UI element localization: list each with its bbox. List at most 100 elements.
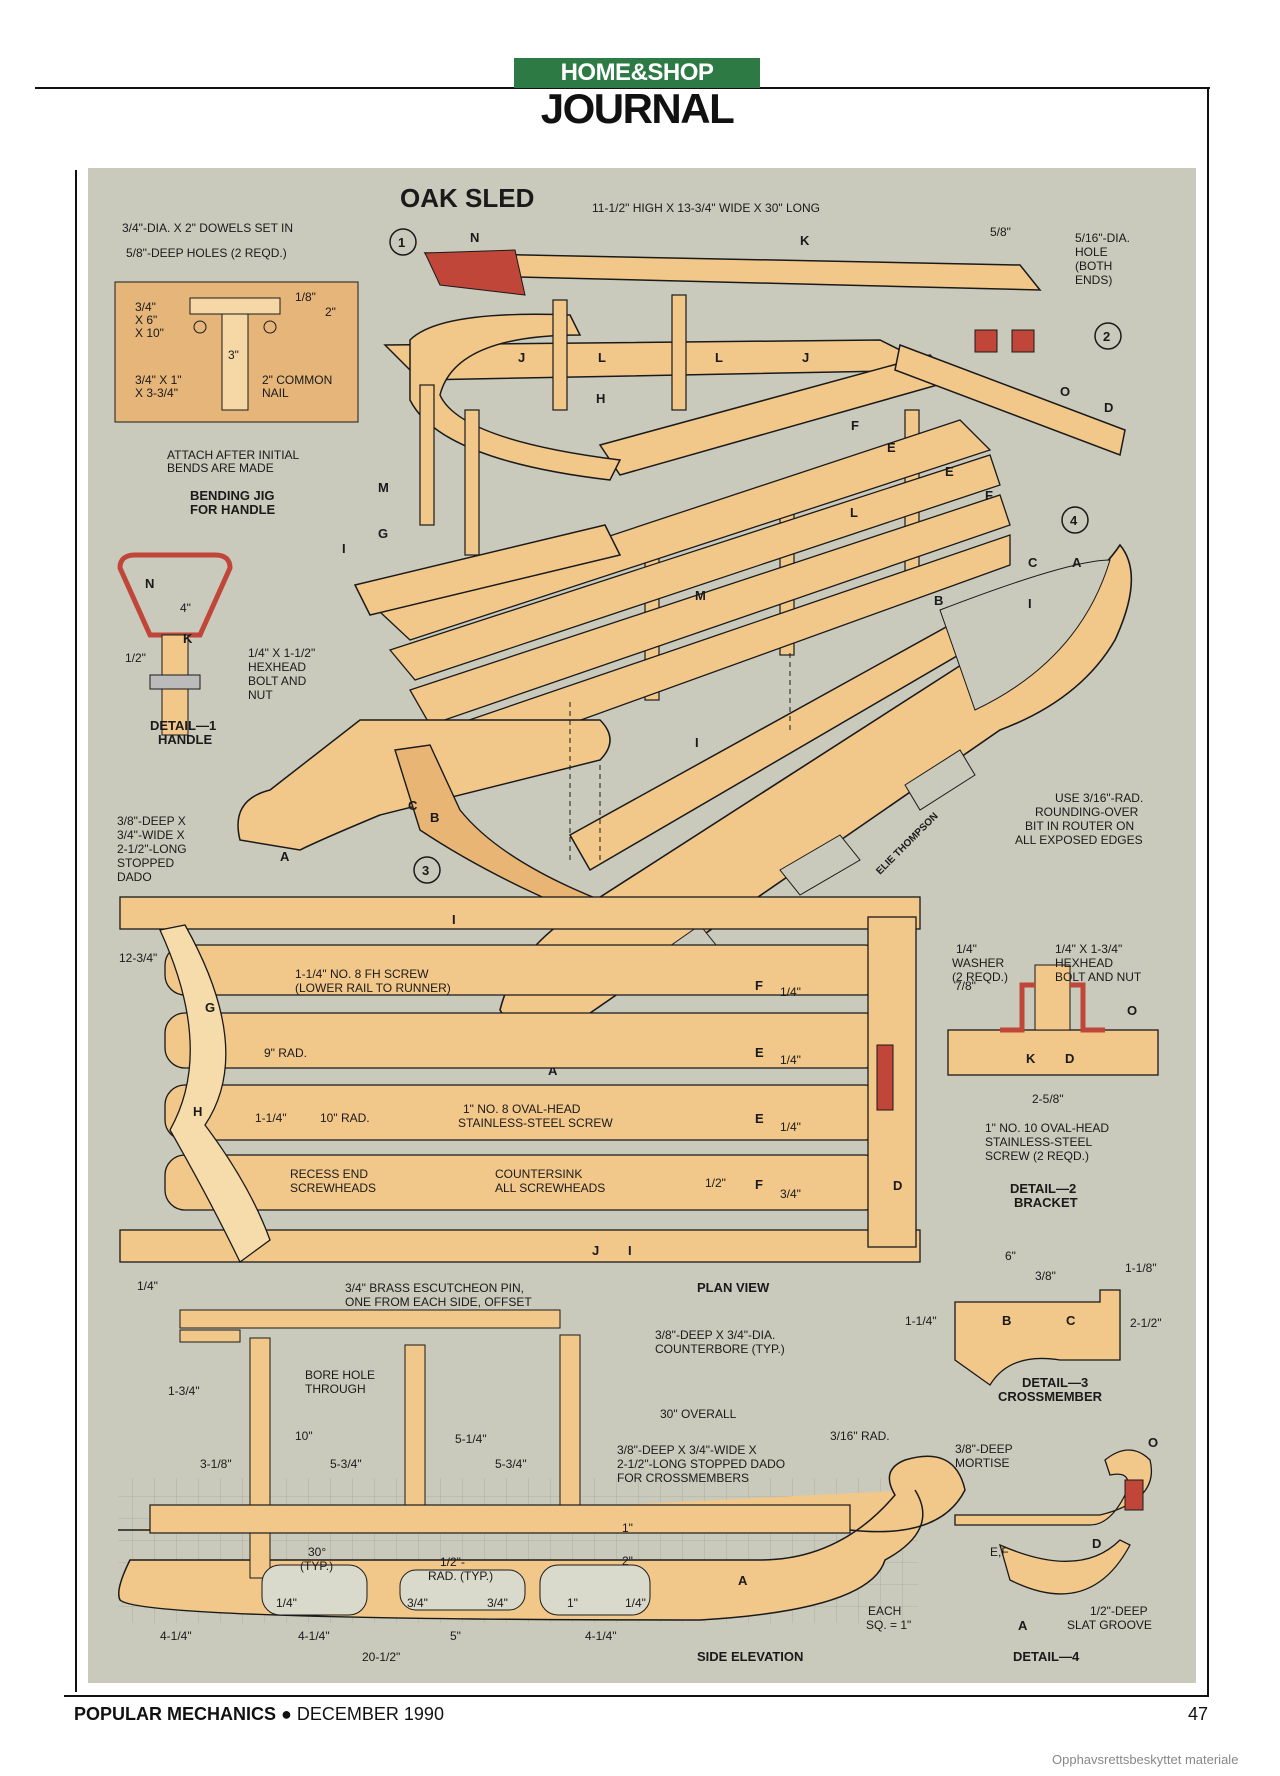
svg-text:3/4" X 1": 3/4" X 1" [135,373,182,387]
svg-text:1/4": 1/4" [780,1053,801,1067]
svg-text:COUNTERBORE (TYP.): COUNTERBORE (TYP.) [655,1342,785,1356]
svg-text:B: B [430,810,439,825]
note-escutcheon: 3/4" BRASS ESCUTCHEON PIN, [345,1281,524,1295]
svg-text:1/4" X 1-1/2": 1/4" X 1-1/2" [248,646,315,660]
svg-text:BORE HOLE: BORE HOLE [305,1368,375,1382]
detail4-title: DETAIL—4 [1013,1649,1080,1664]
svg-text:4-1/4": 4-1/4" [298,1629,330,1643]
svg-text:2-5/8": 2-5/8" [1032,1092,1064,1106]
svg-text:3/4": 3/4" [487,1596,508,1610]
section-brand-top: HOME&SHOP [514,58,760,88]
svg-text:1-1/4": 1-1/4" [255,1111,287,1125]
publication-name: POPULAR MECHANICS [74,1704,277,1724]
note-attach: ATTACH AFTER INITIAL [167,448,300,462]
plate-left-rule [75,170,77,1692]
svg-text:5": 5" [450,1629,461,1643]
svg-text:X 3-3/4": X 3-3/4" [135,386,178,400]
svg-text:ROUNDING-OVER: ROUNDING-OVER [1035,805,1139,819]
svg-text:20-1/2": 20-1/2" [362,1650,400,1664]
svg-text:E: E [755,1111,764,1126]
svg-text:D: D [1104,400,1113,415]
note-oval-screw: 1" NO. 8 OVAL-HEAD [463,1102,581,1116]
svg-text:1": 1" [567,1596,578,1610]
note-router: USE 3/16"-RAD. [1055,791,1143,805]
svg-text:2: 2 [1103,329,1110,344]
svg-text:THROUGH: THROUGH [305,1382,366,1396]
svg-text:1/4": 1/4" [956,942,977,956]
note-countersink: COUNTERSINK [495,1167,582,1181]
svg-text:5/8": 5/8" [990,225,1011,239]
svg-text:MORTISE: MORTISE [955,1456,1009,1470]
svg-text:I: I [1028,596,1032,611]
svg-text:E,F: E,F [990,1545,1009,1559]
svg-text:2": 2" [325,305,336,319]
note-counterbore: 3/8"-DEEP X 3/4"-DIA. [655,1328,775,1342]
svg-text:2-1/2"-LONG: 2-1/2"-LONG [117,842,187,856]
note-fh-screw: 1-1/4" NO. 8 FH SCREW [295,967,429,981]
svg-text:C: C [408,798,418,813]
svg-text:1/4": 1/4" [276,1596,297,1610]
svg-text:STAINLESS-STEEL SCREW: STAINLESS-STEEL SCREW [458,1116,613,1130]
svg-text:G: G [205,1000,215,1015]
svg-text:O: O [1127,1003,1137,1018]
svg-text:C: C [1028,555,1038,570]
svg-text:K: K [1026,1051,1036,1066]
svg-text:D: D [1065,1051,1074,1066]
svg-text:E: E [945,464,954,479]
svg-text:NUT: NUT [248,688,273,702]
svg-text:I: I [695,735,699,750]
copyright-watermark: Opphavsrettsbeskyttet materiale [1052,1752,1239,1767]
svg-text:ONE FROM EACH SIDE, OFFSET: ONE FROM EACH SIDE, OFFSET [345,1295,532,1309]
svg-text:K: K [183,631,193,646]
note-hole: 5/16"-DIA. [1075,231,1130,245]
svg-text:3/4": 3/4" [780,1187,801,1201]
svg-text:DADO: DADO [117,870,152,884]
svg-text:1/2": 1/2" [705,1176,726,1190]
svg-text:BOLT AND: BOLT AND [248,674,307,688]
svg-text:I: I [452,912,456,927]
callout-1: 1 [389,228,417,256]
plan-view [119,896,921,1263]
svg-text:J: J [592,1243,599,1258]
svg-text:4-1/4": 4-1/4" [160,1629,192,1643]
svg-text:1/4" X 1-3/4": 1/4" X 1-3/4" [1055,942,1122,956]
svg-text:10" RAD.: 10" RAD. [320,1111,370,1125]
svg-text:1-3/4": 1-3/4" [168,1384,200,1398]
plate-title: OAK SLED [400,183,534,213]
svg-text:N: N [470,230,479,245]
svg-text:SCREWHEADS: SCREWHEADS [290,1181,376,1195]
svg-text:6": 6" [1005,1249,1016,1263]
svg-text:STOPPED: STOPPED [117,856,174,870]
svg-text:1/2": 1/2" [125,651,146,665]
svg-text:L: L [598,350,606,365]
svg-text:F: F [755,1177,763,1192]
svg-text:1/2"-DEEP: 1/2"-DEEP [1090,1604,1148,1618]
note-dado: 3/8"-DEEP X [117,814,186,828]
svg-text:3/4": 3/4" [407,1596,428,1610]
note-se-dado: 3/8"-DEEP X 3/4"-WIDE X [617,1443,757,1457]
svg-text:ALL EXPOSED EDGES: ALL EXPOSED EDGES [1015,833,1143,847]
note-recess: RECESS END [290,1167,368,1181]
svg-text:1" NO. 10 OVAL-HEAD: 1" NO. 10 OVAL-HEAD [985,1121,1109,1135]
page-number: 47 [1188,1704,1209,1724]
svg-text:D: D [893,1178,902,1193]
svg-text:FOR HANDLE: FOR HANDLE [190,502,276,517]
plan-view-title: PLAN VIEW [697,1280,770,1295]
svg-text:3/4"-WIDE X: 3/4"-WIDE X [117,828,185,842]
svg-text:BOLT AND NUT: BOLT AND NUT [1055,970,1142,984]
svg-text:X 6": X 6" [135,313,157,327]
svg-text:4-1/4": 4-1/4" [585,1629,617,1643]
svg-text:SCREW (2 REQD.): SCREW (2 REQD.) [985,1149,1089,1163]
svg-text:9" RAD.: 9" RAD. [264,1046,307,1060]
svg-text:L: L [715,350,723,365]
jig-title: BENDING JIG [190,488,275,503]
svg-text:HEXHEAD: HEXHEAD [1055,956,1113,970]
svg-text:L: L [850,505,858,520]
svg-text:D: D [1092,1536,1101,1551]
svg-text:BIT IN ROUTER ON: BIT IN ROUTER ON [1025,819,1134,833]
detail2-title: DETAIL—2 [1010,1181,1076,1196]
svg-text:A: A [738,1573,748,1588]
svg-text:J: J [518,350,525,365]
svg-text:1/2"-: 1/2"- [440,1555,465,1569]
